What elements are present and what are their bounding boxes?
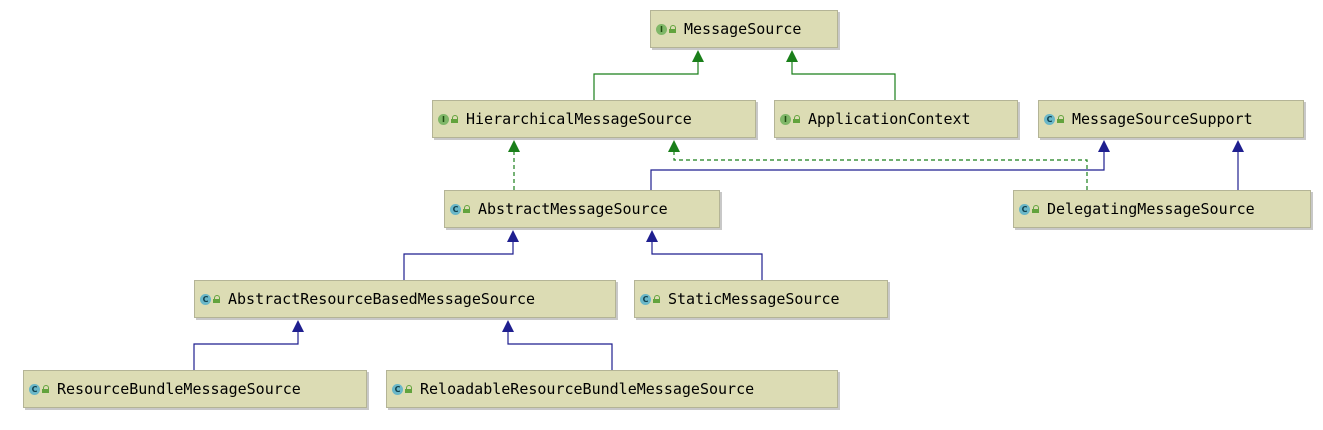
node-message-source-support[interactable]: C MessageSourceSupport <box>1038 100 1304 138</box>
node-reloadable-resource-bundle-message-source[interactable]: C ReloadableResourceBundleMessageSource <box>386 370 838 408</box>
node-label: ResourceBundleMessageSource <box>57 380 301 398</box>
edge-delegating-implements-hierarchical <box>668 140 1088 190</box>
node-label: StaticMessageSource <box>668 290 840 308</box>
public-lock-icon <box>405 385 412 393</box>
class-icon: C <box>29 383 40 395</box>
class-icon: C <box>1044 113 1055 125</box>
class-icon: C <box>392 383 403 395</box>
public-lock-icon <box>213 295 220 303</box>
node-resource-bundle-message-source[interactable]: C ResourceBundleMessageSource <box>23 370 367 408</box>
edge-abstract-extends-support <box>650 140 1110 190</box>
public-lock-icon <box>1032 205 1039 213</box>
edge-static-extends-abstract <box>646 230 763 280</box>
edge-hierarchical-to-messagesource <box>593 50 704 100</box>
edge-delegating-extends-support <box>1232 140 1244 190</box>
edge-resourcebased-extends-abstract <box>403 230 519 280</box>
class-icon: C <box>450 203 461 215</box>
class-icon: C <box>640 293 651 305</box>
edge-resourcebundle-extends-resourcebased <box>193 320 304 370</box>
edge-applicationcontext-to-messagesource <box>786 50 896 100</box>
edge-abstract-implements-hierarchical <box>508 140 520 190</box>
node-label: ApplicationContext <box>808 110 971 128</box>
edge-reloadable-extends-resourcebased <box>502 320 613 370</box>
public-lock-icon <box>451 115 458 123</box>
node-message-source[interactable]: I MessageSource <box>650 10 838 48</box>
public-lock-icon <box>463 205 470 213</box>
node-abstract-message-source[interactable]: C AbstractMessageSource <box>444 190 720 228</box>
node-label: MessageSourceSupport <box>1072 110 1253 128</box>
class-icon: C <box>1019 203 1030 215</box>
node-static-message-source[interactable]: C StaticMessageSource <box>634 280 888 318</box>
node-label: MessageSource <box>684 20 802 38</box>
class-icon: C <box>200 293 211 305</box>
node-application-context[interactable]: I ApplicationContext <box>774 100 1018 138</box>
node-label: HierarchicalMessageSource <box>466 110 692 128</box>
node-abstract-resource-based-message-source[interactable]: C AbstractResourceBasedMessageSource <box>194 280 616 318</box>
interface-icon: I <box>780 113 791 125</box>
node-label: ReloadableResourceBundleMessageSource <box>420 380 755 398</box>
node-label: DelegatingMessageSource <box>1047 200 1255 218</box>
node-label: AbstractResourceBasedMessageSource <box>228 290 536 308</box>
node-delegating-message-source[interactable]: C DelegatingMessageSource <box>1013 190 1311 228</box>
public-lock-icon <box>1057 115 1064 123</box>
node-label: AbstractMessageSource <box>478 200 668 218</box>
public-lock-icon <box>653 295 660 303</box>
node-hierarchical-message-source[interactable]: I HierarchicalMessageSource <box>432 100 756 138</box>
interface-icon: I <box>656 23 667 35</box>
public-lock-icon <box>793 115 800 123</box>
public-lock-icon <box>42 385 49 393</box>
public-lock-icon <box>669 25 676 33</box>
interface-icon: I <box>438 113 449 125</box>
